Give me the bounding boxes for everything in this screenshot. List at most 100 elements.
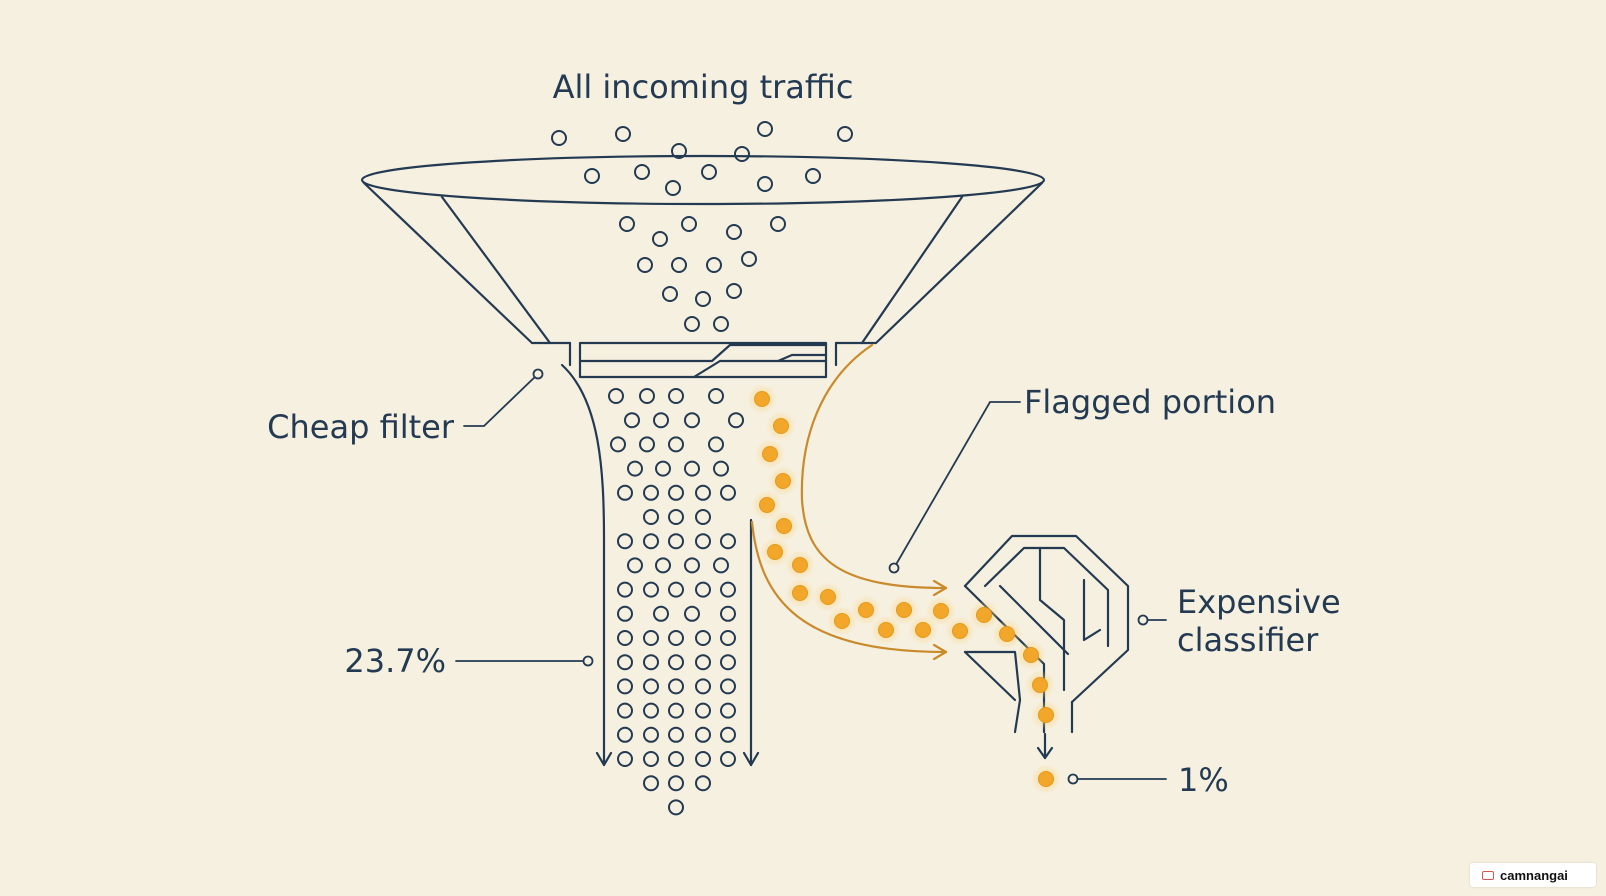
traffic-dot xyxy=(639,388,655,404)
traffic-dot xyxy=(637,257,653,273)
traffic-dot xyxy=(695,702,711,719)
traffic-dot xyxy=(668,436,684,453)
traffic-dot xyxy=(684,316,700,332)
traffic-dot xyxy=(617,533,633,550)
traffic-dot xyxy=(695,775,711,792)
traffic-dot xyxy=(701,164,717,180)
flagged-upper-arrowhead xyxy=(932,579,948,597)
flagged-dot xyxy=(1032,677,1048,693)
traffic-dot xyxy=(713,316,729,332)
flagged-dot xyxy=(834,613,850,629)
traffic-dot xyxy=(713,460,729,477)
traffic-dot xyxy=(770,216,786,232)
flagged-path xyxy=(750,343,948,661)
flagged-dot xyxy=(792,585,808,601)
classifier-inner-3 xyxy=(998,584,1070,656)
traffic-dot xyxy=(668,678,684,695)
flagged-dot xyxy=(858,602,874,618)
traffic-dot xyxy=(708,388,724,404)
flagged-dot xyxy=(952,623,968,639)
traffic-dot xyxy=(726,224,742,240)
traffic-dot xyxy=(720,630,736,646)
traffic-dot xyxy=(706,257,722,273)
traffic-dot xyxy=(662,286,678,302)
traffic-dot xyxy=(627,557,643,574)
traffic-dot xyxy=(684,412,700,429)
flagged-dot xyxy=(896,602,912,618)
traffic-dot xyxy=(720,726,736,743)
flagged-dot xyxy=(878,622,894,638)
traffic-dot xyxy=(681,216,697,232)
traffic-dot xyxy=(639,436,655,453)
flagged-dot xyxy=(915,622,931,638)
passed-callout-dot xyxy=(582,655,594,667)
flagged-dot xyxy=(767,544,783,560)
traffic-dot xyxy=(734,146,750,162)
traffic-dot xyxy=(653,412,669,429)
classifier-callout-dot xyxy=(1137,614,1149,626)
flagged-dot xyxy=(976,607,992,623)
traffic-dot xyxy=(643,702,659,719)
expensive-classifier-label-line1: Expensive xyxy=(1177,583,1341,621)
traffic-dot xyxy=(684,460,700,477)
traffic-dot xyxy=(643,533,659,550)
traffic-dot xyxy=(720,654,736,671)
traffic-dot xyxy=(695,533,711,550)
flagged-dot xyxy=(775,473,791,489)
flagged-lower-arrowhead xyxy=(932,643,948,661)
filter-cartridge-slot xyxy=(692,353,828,379)
traffic-dot xyxy=(837,126,853,142)
traffic-dot xyxy=(617,605,633,622)
traffic-dot xyxy=(643,678,659,695)
traffic-dot xyxy=(668,509,684,525)
traffic-dot xyxy=(695,751,711,767)
funnel-left-inner xyxy=(440,195,552,345)
traffic-dot xyxy=(757,121,773,137)
traffic-dot xyxy=(668,751,684,767)
flagged-lower-curve xyxy=(750,520,948,654)
final-callout-dot xyxy=(1067,773,1079,785)
traffic-dot xyxy=(643,726,659,743)
traffic-dot xyxy=(695,509,711,525)
watermark-text: camnangai xyxy=(1500,867,1568,883)
traffic-dot xyxy=(720,581,736,598)
flagged-dot xyxy=(792,557,808,573)
traffic-dot xyxy=(684,605,700,622)
flagged-dot xyxy=(933,603,949,619)
expensive-classifier xyxy=(963,534,1130,760)
classifier-outline xyxy=(963,534,1130,704)
traffic-dot xyxy=(695,630,711,646)
classifier-inner-4 xyxy=(1038,546,1066,692)
traffic-dot xyxy=(624,412,640,429)
flagged-dot xyxy=(762,446,778,462)
traffic-dot xyxy=(617,702,633,719)
flagged-dots xyxy=(747,384,1061,794)
traffic-dot xyxy=(615,126,631,142)
traffic-dot xyxy=(643,630,659,646)
cheap-filter-callout-line xyxy=(463,373,539,427)
traffic-dot xyxy=(668,388,684,404)
flagged-dot xyxy=(773,418,789,434)
flagged-dot xyxy=(1023,647,1039,663)
traffic-dot xyxy=(643,751,659,767)
top-label: All incoming traffic xyxy=(553,68,854,106)
traffic-dot xyxy=(720,702,736,719)
traffic-dot xyxy=(668,726,684,743)
traffic-dot xyxy=(551,130,567,146)
traffic-dot xyxy=(668,484,684,501)
traffic-dot xyxy=(627,460,643,477)
traffic-dot xyxy=(617,581,633,598)
traffic-dot xyxy=(713,557,729,574)
neck-left-arrowhead xyxy=(595,751,613,767)
traffic-dot xyxy=(695,484,711,501)
funnel-neck-left xyxy=(560,363,606,767)
traffic-dot xyxy=(695,291,711,307)
traffic-dot xyxy=(695,581,711,598)
neck-right-arrowhead xyxy=(742,751,760,767)
traffic-dot xyxy=(608,388,624,404)
traffic-dot xyxy=(720,678,736,695)
flagged-dot xyxy=(754,391,770,407)
classifier-output-arrowhead xyxy=(1036,746,1054,760)
flagged-callout-line xyxy=(893,401,1021,569)
